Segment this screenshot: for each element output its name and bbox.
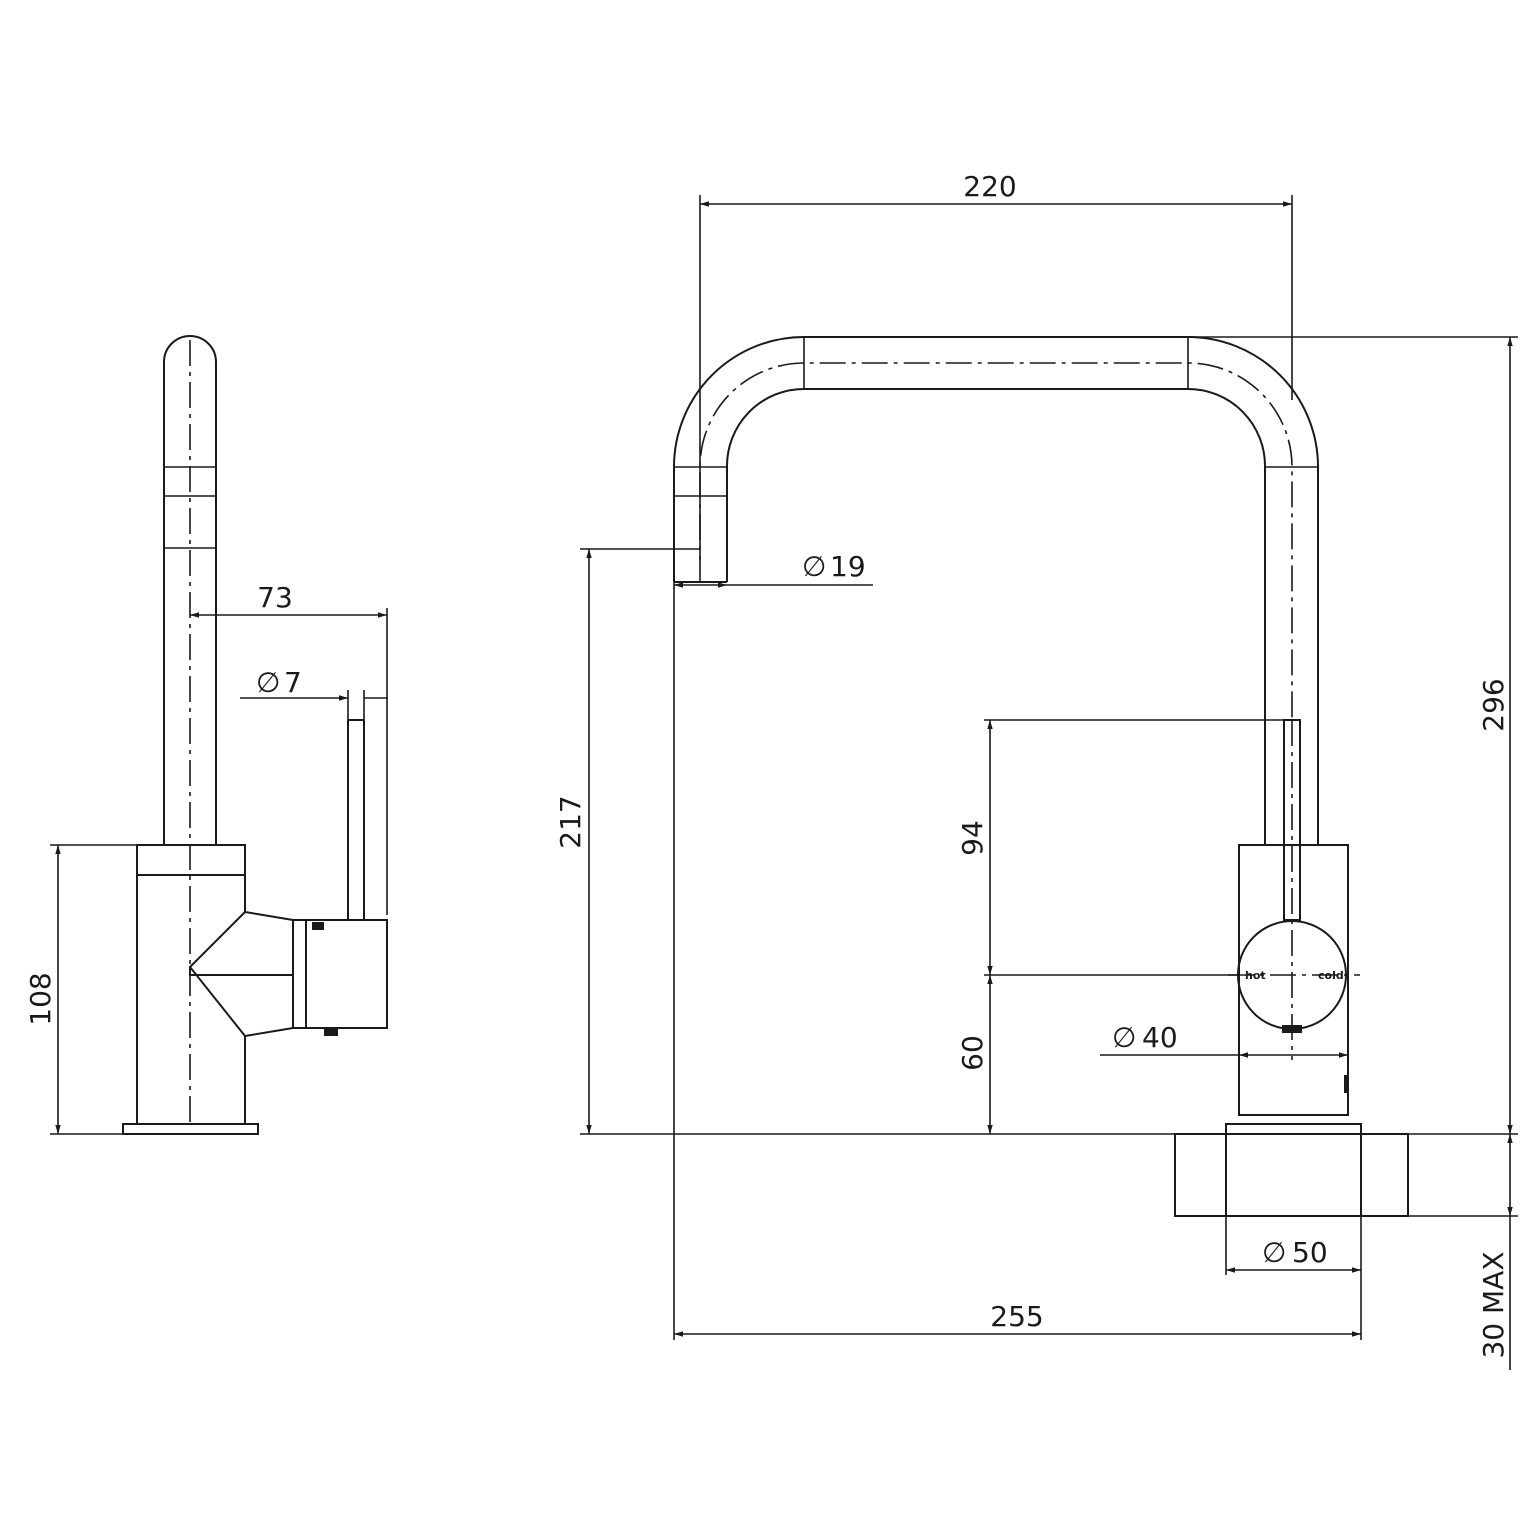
hot-label: hot [1245,969,1266,982]
dim-217: 217 [554,548,1175,1135]
diameter-symbol: ∅ [1112,1021,1136,1054]
diameter-symbol: ∅ [256,666,280,699]
spout-reach-label: 220 [963,170,1016,203]
side-spout [163,335,217,1125]
dim-50: ∅ 50 [1225,1216,1362,1340]
overall-length-label: 255 [990,1300,1043,1333]
side-body [122,719,388,1135]
side-dim-108: 108 [24,844,137,1135]
dim-40: ∅ 40 [1100,1021,1348,1058]
cold-label: cold [1318,969,1344,982]
handle-diameter-label: 7 [284,666,302,699]
dim-19: ∅ 19 [673,550,873,1340]
dim-94-60: 94 60 [956,719,1284,1134]
dim-255: 255 [674,1300,1361,1337]
overall-height-label: 296 [1477,678,1510,731]
dim-220: 220 [699,170,1293,560]
base-diameter-label: 50 [1292,1236,1328,1269]
front-view: hot cold 220 ∅ 19 217 [554,170,1518,1370]
diameter-symbol: ∅ [1262,1236,1286,1269]
dim-296: 296 [1188,336,1518,1135]
bench-thickness-label: 30 MAX [1477,1251,1510,1358]
side-offset-label: 73 [257,581,293,614]
front-spout [673,336,1319,845]
side-height-label: 108 [24,972,57,1025]
dim-30-max: 30 MAX [1408,1134,1518,1370]
outlet-diameter-label: 19 [830,550,866,583]
spout-height-label: 217 [554,795,587,848]
body-diameter-label: 40 [1142,1021,1178,1054]
diameter-symbol: ∅ [802,550,826,583]
lever-height-label: 94 [956,820,989,856]
side-dim-73: 73 [190,581,388,915]
front-body: hot cold [1225,719,1362,1135]
side-dim-7: ∅ 7 [240,666,388,720]
benchtop-section [1174,1133,1409,1217]
side-view: 108 73 ∅ 7 [24,335,388,1135]
lever-center-height-label: 60 [956,1035,989,1071]
